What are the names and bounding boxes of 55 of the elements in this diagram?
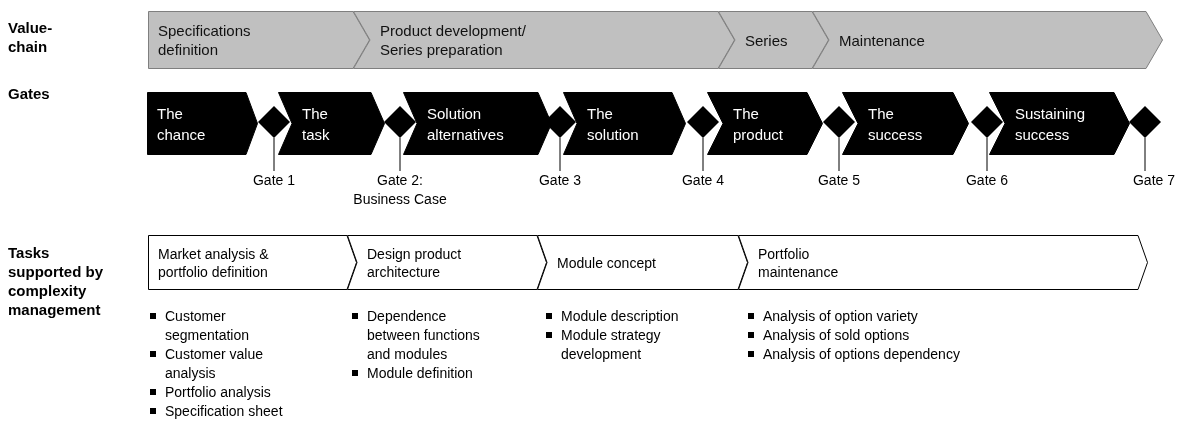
stage-text: Market analysis & portfolio definition xyxy=(158,244,270,281)
task-item: Customer value analysis xyxy=(165,345,265,383)
stage-text: Specifications definition xyxy=(158,21,252,59)
task-item: Analysis of sold options xyxy=(763,326,910,345)
task-step xyxy=(148,235,357,290)
value-chain-step xyxy=(148,11,370,69)
leader-line xyxy=(273,137,275,172)
stage-text: The product xyxy=(733,103,785,145)
stage-text: The chance xyxy=(157,103,207,145)
stage-text: Module concept xyxy=(557,253,656,272)
gate-diamond xyxy=(384,106,416,138)
stage-text: Solution alternatives xyxy=(427,103,505,145)
stage-text: The task xyxy=(302,103,331,145)
gate-diamond xyxy=(823,106,855,138)
task-item: Analysis of options dependency xyxy=(763,345,960,364)
gate-label: Gate 7 xyxy=(1133,171,1175,190)
leader-line xyxy=(838,137,840,172)
stage-text: The solution xyxy=(587,103,640,145)
task-step xyxy=(738,235,1148,290)
leader-line xyxy=(559,137,561,172)
leader-line xyxy=(399,137,401,172)
stage-text: The success xyxy=(868,103,924,145)
task-item: Customer segmentation xyxy=(165,307,251,345)
stage-text: Sustaining success xyxy=(1015,103,1087,145)
gate-diamond xyxy=(971,106,1003,138)
gate-diamond xyxy=(1129,106,1161,138)
gate-label: Gate 2: Business Case xyxy=(352,171,448,209)
row-title: Value-chain xyxy=(8,18,54,56)
task-item: Module definition xyxy=(367,364,473,383)
row-title: Tasks supported by complexity management xyxy=(8,243,104,319)
gate-label: Gate 3 xyxy=(539,171,581,190)
stage-text: Series xyxy=(745,30,788,50)
gate-label: Gate 5 xyxy=(818,171,860,190)
stage-text: Portfolio maintenance xyxy=(758,244,840,281)
task-item: Portfolio analysis xyxy=(165,383,271,402)
gate-label: Gate 6 xyxy=(966,171,1008,190)
leader-line xyxy=(702,137,704,172)
row-title: Gates xyxy=(8,84,51,103)
gate-label: Gate 1 xyxy=(253,171,295,190)
task-step xyxy=(537,235,748,290)
stage-text: Design product architecture xyxy=(367,244,463,281)
value-chain-step xyxy=(718,11,829,69)
task-item: Dependence between functions and modules xyxy=(367,307,481,364)
task-item: Specification sheet xyxy=(165,402,283,421)
gate-diamond xyxy=(258,106,290,138)
task-item: Module strategy development xyxy=(561,326,662,364)
stage-text: Product development/ Series preparation xyxy=(380,21,527,59)
task-item: Analysis of option variety xyxy=(763,307,918,326)
leader-line xyxy=(1144,137,1146,172)
gate-label: Gate 4 xyxy=(682,171,724,190)
gate-diamond xyxy=(687,106,719,138)
stage-text: Maintenance xyxy=(839,30,925,50)
task-item: Module description xyxy=(561,307,679,326)
task-step xyxy=(347,235,547,290)
leader-line xyxy=(986,137,988,172)
